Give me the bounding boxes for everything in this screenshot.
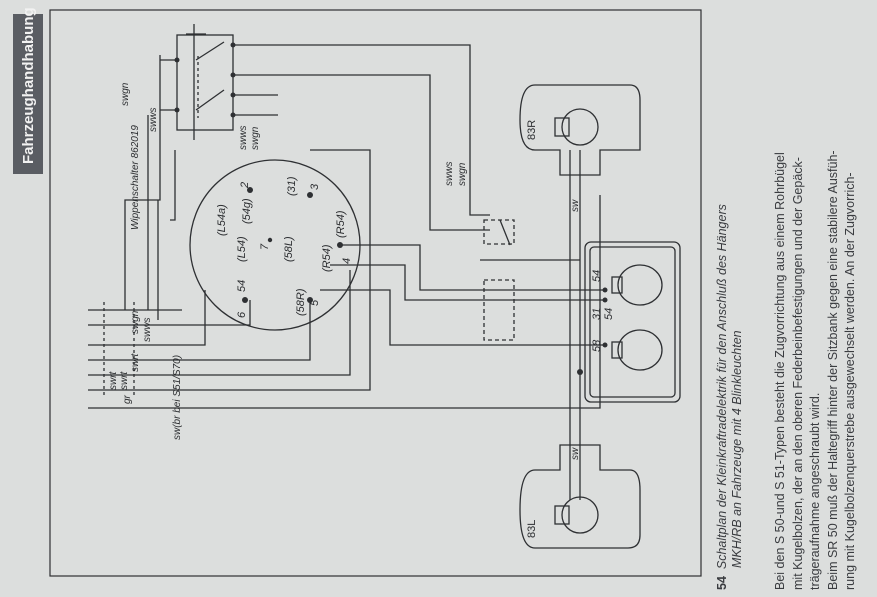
switch-label: Wippenschalter 862019 — [130, 125, 141, 230]
lamp-83r-housing — [519, 84, 641, 176]
socket-terminal-6: 6 — [236, 311, 248, 318]
socket-label-58l: (58L) — [283, 236, 295, 262]
wire-label-swgn-left: swgn — [130, 310, 141, 334]
wire-label-sw-bei: sw(br bei S51/S70) — [172, 355, 183, 440]
wire-label-swgn-top: swgn — [120, 82, 131, 106]
wire-label-swgn-mid: swgn — [250, 126, 261, 150]
paragraph-line: Bei den S 50-und S 51-Typen besteht die … — [773, 152, 787, 590]
wire-label-swws-right: swws — [444, 162, 455, 186]
wire-label-swws-left: swws — [142, 318, 153, 342]
wire-label-swws-mid: swws — [238, 126, 249, 150]
trailer-terminal-58: 58 — [591, 339, 603, 352]
body-text: Bei den S 50-und S 51-Typen besteht die … — [772, 150, 860, 590]
socket-terminal-5: 5 — [309, 299, 321, 306]
wire-label-swws-top: swws — [148, 108, 159, 132]
figure-caption: 54 Schaltplan der Kleinkraftradelektrik … — [715, 204, 745, 590]
socket-terminal-4: 4 — [341, 258, 353, 264]
paragraph-line: mit Kugelbolzen, der an den oberen Feder… — [790, 157, 805, 590]
section-tab: Fahrzeughandhabung — [13, 7, 43, 174]
wire-label-sw-2: sw — [570, 447, 581, 460]
caption-line-1: Schaltplan der Kleinkraftradelektrik für… — [715, 204, 729, 570]
socket-terminal-3: 3 — [309, 183, 321, 190]
socket-terminal-54: 54 — [236, 280, 248, 292]
wire-label-gr: gr — [122, 394, 133, 404]
wire-label-swrt-2: swrt — [119, 370, 130, 390]
caption-line-2: MKH/RB an Fahrzeuge mit 4 Blinkleuchten — [730, 330, 744, 568]
socket-label-54g: (54g) — [241, 198, 253, 224]
trailer-terminal-54b: 54 — [603, 308, 615, 320]
socket-label-58r: (58R) — [295, 288, 307, 316]
wire-label-swgn-right: swgn — [457, 162, 468, 186]
socket-terminal-7: 7 — [259, 243, 271, 250]
figure-number: 54 — [715, 576, 729, 590]
socket-label-l54a: (L54a) — [216, 204, 228, 236]
paragraph-line: Beim SR 50 muß der Haltegriff hinter der… — [825, 150, 840, 590]
lamp-83l-housing — [519, 444, 641, 549]
paragraph-line: trägeraufnahme angeschraubt wird. — [808, 392, 822, 590]
rocker-switch-box — [176, 34, 234, 131]
wire-label-swrt-3: swrt — [108, 370, 119, 390]
trailer-lamp-block — [584, 241, 681, 403]
socket-label-r54: (R54) — [321, 244, 333, 272]
socket-terminal-2: 2 — [239, 182, 251, 189]
connector-socket — [189, 159, 361, 331]
paragraph-line: rung mit Kugelbolzenquerstrebe ausgewech… — [843, 172, 857, 590]
wire-label-swrt-1: swrt — [130, 352, 141, 372]
trailer-terminal-31: 31 — [591, 308, 603, 320]
lamp-label-83r: 83R — [526, 120, 538, 140]
wire-label-sw-1: sw — [570, 199, 581, 212]
lamp-label-83l: 83L — [526, 520, 538, 538]
diagram-frame — [49, 9, 702, 577]
socket-label-31: (31) — [286, 176, 298, 196]
socket-label-l54: (L54) — [236, 236, 248, 262]
socket-label-r54-b: (R54) — [335, 210, 347, 238]
trailer-terminal-54: 54 — [591, 270, 603, 282]
